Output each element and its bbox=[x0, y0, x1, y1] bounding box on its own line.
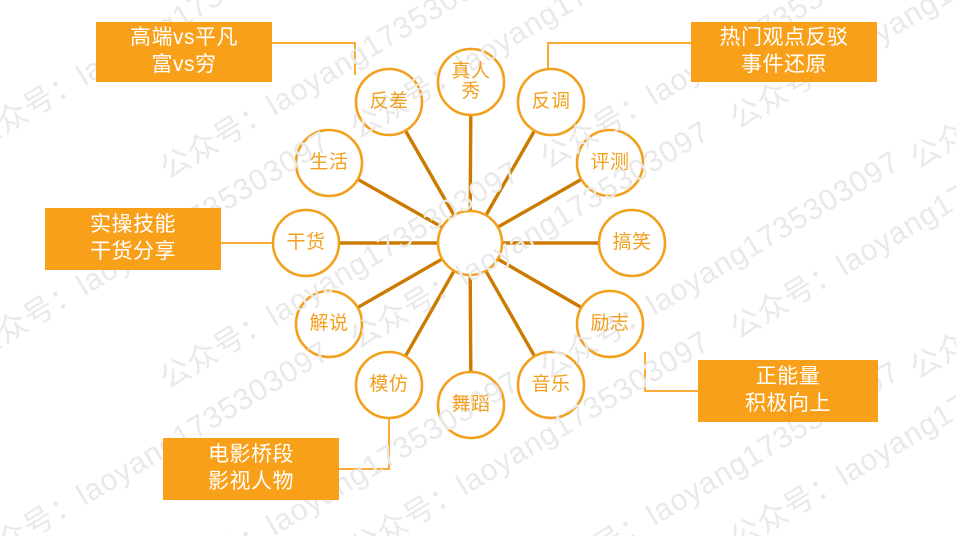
node-circle-mofang[interactable] bbox=[354, 350, 424, 420]
callout-line: 影视人物 bbox=[208, 470, 294, 493]
callout-connector-gaoduan-vs-pingfan bbox=[272, 42, 356, 75]
callout-connector-remen-guandian-fanbo bbox=[547, 42, 691, 72]
callout-line: 正能量 bbox=[755, 365, 821, 389]
node-label-fandiao: 反调 bbox=[531, 91, 571, 113]
node-label-wudao: 舞蹈 bbox=[451, 394, 491, 416]
callout-line: 热门观点反驳 bbox=[719, 26, 849, 50]
node-circle-jieshuo[interactable] bbox=[294, 289, 364, 359]
node-circle-fancha[interactable] bbox=[354, 67, 424, 137]
spoke-line-mofang bbox=[403, 269, 457, 359]
callout-connectors bbox=[221, 42, 698, 470]
callout-box-zheng-nengliang[interactable]: 正能量积极向上 bbox=[698, 360, 878, 422]
callout-box-dianying-qiaoduan[interactable]: 电影桥段影视人物 bbox=[163, 438, 339, 500]
node-circles bbox=[271, 47, 667, 440]
callout-line: 干货分享 bbox=[90, 240, 176, 263]
spoke-line-jieshuo bbox=[355, 256, 444, 310]
callout-connector-dianying-qiaoduan bbox=[339, 418, 390, 470]
node-circle-ganhuo[interactable] bbox=[271, 208, 341, 278]
node-label-zhenrenxiu: 真人 秀 bbox=[451, 61, 491, 102]
callout-line: 实操技能 bbox=[90, 213, 176, 237]
node-label-gaoxiao: 搞笑 bbox=[612, 232, 652, 254]
node-label-ganhuo: 干货 bbox=[286, 232, 326, 254]
node-circle-lizhi[interactable] bbox=[575, 289, 645, 359]
callout-line: 高端vs平凡 bbox=[130, 26, 238, 50]
callout-line: 事件还原 bbox=[741, 53, 827, 76]
callout-connector-zheng-nengliang bbox=[644, 352, 698, 392]
node-label-mofang: 模仿 bbox=[369, 374, 409, 396]
node-label-jieshuo: 解说 bbox=[309, 313, 349, 335]
callout-line: 积极向上 bbox=[745, 392, 831, 415]
spoke-line-fancha bbox=[403, 128, 457, 217]
node-circle-yinyue[interactable] bbox=[516, 350, 586, 420]
node-circle-zhenrenxiu[interactable] bbox=[436, 47, 506, 117]
node-label-lizhi: 励志 bbox=[590, 313, 630, 335]
spoke-line-yinyue bbox=[483, 269, 537, 359]
spoke-line-lizhi bbox=[495, 257, 584, 310]
node-label-shenghuo: 生活 bbox=[309, 152, 349, 174]
node-circle-gaoxiao[interactable] bbox=[597, 208, 667, 278]
spoke-lines bbox=[338, 113, 600, 374]
node-label-pingce: 评测 bbox=[590, 152, 630, 174]
callout-line: 电影桥段 bbox=[208, 443, 294, 467]
node-label-yinyue: 音乐 bbox=[531, 374, 571, 396]
callout-box-gaoduan-vs-pingfan[interactable]: 高端vs平凡富vs穷 bbox=[96, 22, 272, 82]
callout-box-remen-guandian-fanbo[interactable]: 热门观点反驳事件还原 bbox=[691, 22, 877, 82]
callout-line: 富vs穷 bbox=[151, 53, 217, 76]
node-label-fancha: 反差 bbox=[369, 91, 409, 113]
callout-box-shicao-jineng[interactable]: 实操技能干货分享 bbox=[45, 208, 221, 270]
spoke-line-shenghuo bbox=[355, 177, 444, 230]
node-circle-shenghuo[interactable] bbox=[294, 128, 364, 198]
node-circle-pingce[interactable] bbox=[575, 128, 645, 198]
spoke-line-zhenrenxiu bbox=[468, 113, 473, 213]
center-hub-circle bbox=[436, 209, 504, 277]
spoke-line-pingce bbox=[496, 177, 584, 230]
spoke-line-wudao bbox=[468, 273, 473, 374]
node-circle-wudao[interactable] bbox=[436, 370, 506, 440]
spoke-line-fandiao bbox=[483, 128, 537, 217]
center-hub-circle-shape[interactable] bbox=[436, 209, 504, 277]
node-circle-fandiao[interactable] bbox=[516, 67, 586, 137]
